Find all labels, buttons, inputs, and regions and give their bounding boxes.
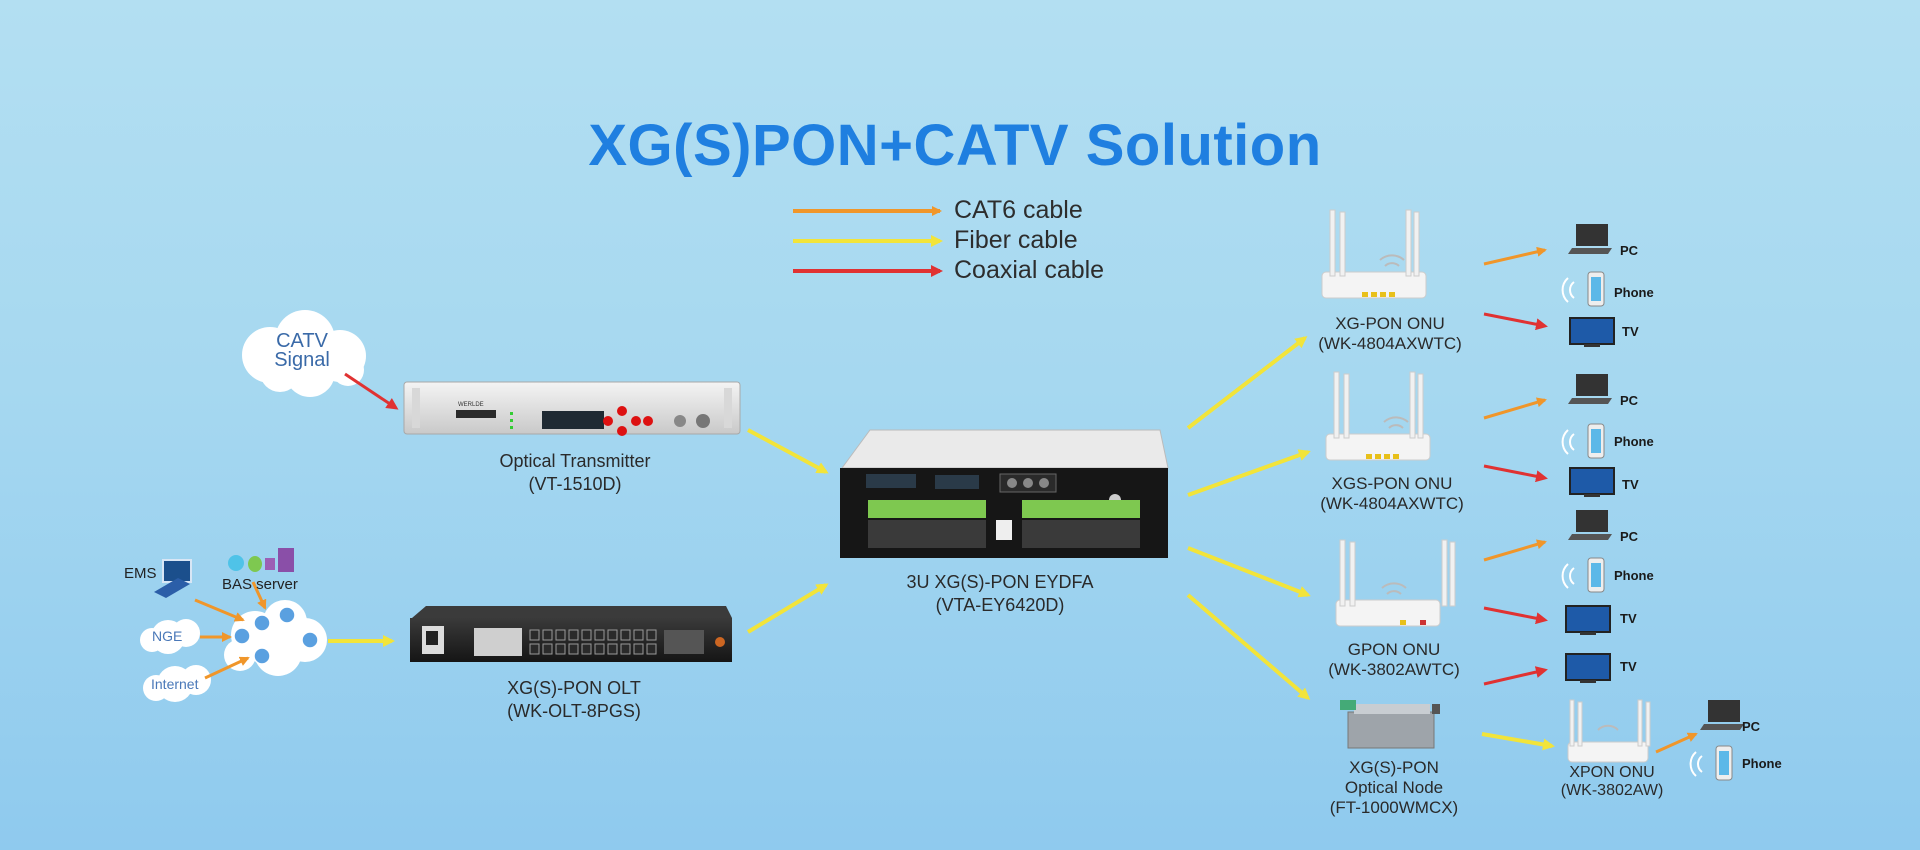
internet-label: Internet: [151, 676, 199, 692]
onu-2-device: [1325, 371, 1431, 461]
cat6-links-olt-side: [194, 581, 267, 680]
optical-node-label: XG(S)-PON Optical Node (FT-1000WMCX): [1294, 758, 1494, 818]
bas-server-icon: [228, 548, 294, 572]
legend-cat6: CAT6 cable: [954, 196, 1083, 224]
fiber-link-olt-edfa: [746, 583, 829, 634]
tv-label: TV: [1620, 659, 1637, 674]
onu-4-model: (WK-3802AW): [1560, 782, 1664, 799]
laptop-icons: [1568, 224, 1744, 730]
fiber-links-to-onus: [1186, 336, 1311, 700]
legend-fiber: Fiber cable: [954, 226, 1078, 254]
phone-label: Phone: [1614, 434, 1654, 449]
edfa-label: 3U XG(S)-PON EYDFA (VTA-EY6420D): [860, 571, 1140, 617]
onu-2-label: XGS-PON ONU (WK-4804AXWTC): [1292, 474, 1492, 514]
onu-4-name: XPON ONU: [1569, 764, 1655, 781]
onu-3-name: GPON ONU: [1347, 640, 1441, 659]
catv-label-line2: Signal: [274, 349, 330, 371]
catv-signal-label: CATV Signal: [262, 330, 342, 371]
optical-node-name2: Optical Node: [1344, 778, 1444, 797]
edfa-name: 3U XG(S)-PON EYDFA: [906, 572, 1094, 592]
pc-label: PC: [1742, 719, 1761, 734]
cloud-nge: [140, 619, 200, 654]
coax-link-catv: [344, 372, 399, 410]
onu-4-label: XPON ONU (WK-3802AW): [1512, 764, 1712, 800]
onu-3-model: (WK-3802AWTC): [1328, 660, 1460, 679]
pc-label: PC: [1620, 393, 1639, 408]
onu-4-device: [1567, 699, 1651, 763]
legend-coax: Coaxial cable: [954, 256, 1105, 284]
onu-1-label: XG-PON ONU (WK-4804AXWTC): [1290, 314, 1490, 354]
edfa-model: (VTA-EY6420D): [935, 595, 1065, 615]
optical-transmitter-device: [403, 381, 741, 436]
pc-label: PC: [1620, 529, 1639, 544]
olt-device: [410, 606, 732, 662]
ems-monitor-icon: [154, 559, 192, 598]
right-side-links: [1481, 246, 1698, 754]
bas-server-label: BAS server: [222, 576, 298, 593]
phone-label: Phone: [1742, 756, 1782, 771]
onu-1-device: [1321, 209, 1427, 299]
optical-node-model: (FT-1000WMCX): [1329, 798, 1459, 817]
onu-3-device: [1335, 539, 1456, 627]
onu-1-model: (WK-4804AXWTC): [1318, 334, 1462, 353]
edfa-device: [840, 429, 1169, 558]
tv-label: TV: [1620, 611, 1637, 626]
optical-node-device: [1340, 700, 1440, 749]
phone-icons: [1587, 271, 1733, 781]
onu-2-name: XGS-PON ONU: [1331, 474, 1453, 493]
pc-label: PC: [1620, 243, 1639, 258]
onu-2-model: (WK-4804AXWTC): [1320, 494, 1464, 513]
cloud-internet: [143, 665, 211, 702]
wireless-signal-icons: [1561, 277, 1703, 777]
tv-icons: [1565, 317, 1615, 683]
optical-node-name: XG(S)-PON: [1349, 758, 1439, 777]
olt-name: XG(S)-PON OLT: [507, 678, 641, 698]
olt-model: (WK-OLT-8PGS): [507, 701, 641, 721]
transmitter-label: Optical Transmitter (VT-1510D): [430, 450, 720, 496]
tv-label: TV: [1622, 477, 1639, 492]
ems-label: EMS: [124, 565, 157, 582]
catv-cloud-icon: [242, 310, 366, 397]
phone-label: Phone: [1614, 568, 1654, 583]
onu-1-name: XG-PON ONU: [1335, 314, 1445, 333]
nge-label: NGE: [152, 628, 183, 644]
transmitter-model: (VT-1510D): [528, 474, 622, 494]
olt-label: XG(S)-PON OLT (WK-OLT-8PGS): [434, 677, 714, 723]
catv-label-line1: CATV: [276, 330, 328, 352]
legend-arrows: [793, 206, 943, 277]
tv-label: TV: [1622, 324, 1639, 339]
router-nodes: [233, 606, 319, 665]
fiber-link-transmitter-edfa: [747, 428, 829, 474]
phone-label: Phone: [1614, 285, 1654, 300]
diagram-title: XG(S)PON+CATV Solution: [588, 113, 1322, 178]
transmitter-name: Optical Transmitter: [499, 451, 651, 471]
onu-3-label: GPON ONU (WK-3802AWTC): [1294, 640, 1494, 680]
transmitter-brand: WERLDE: [458, 402, 484, 408]
